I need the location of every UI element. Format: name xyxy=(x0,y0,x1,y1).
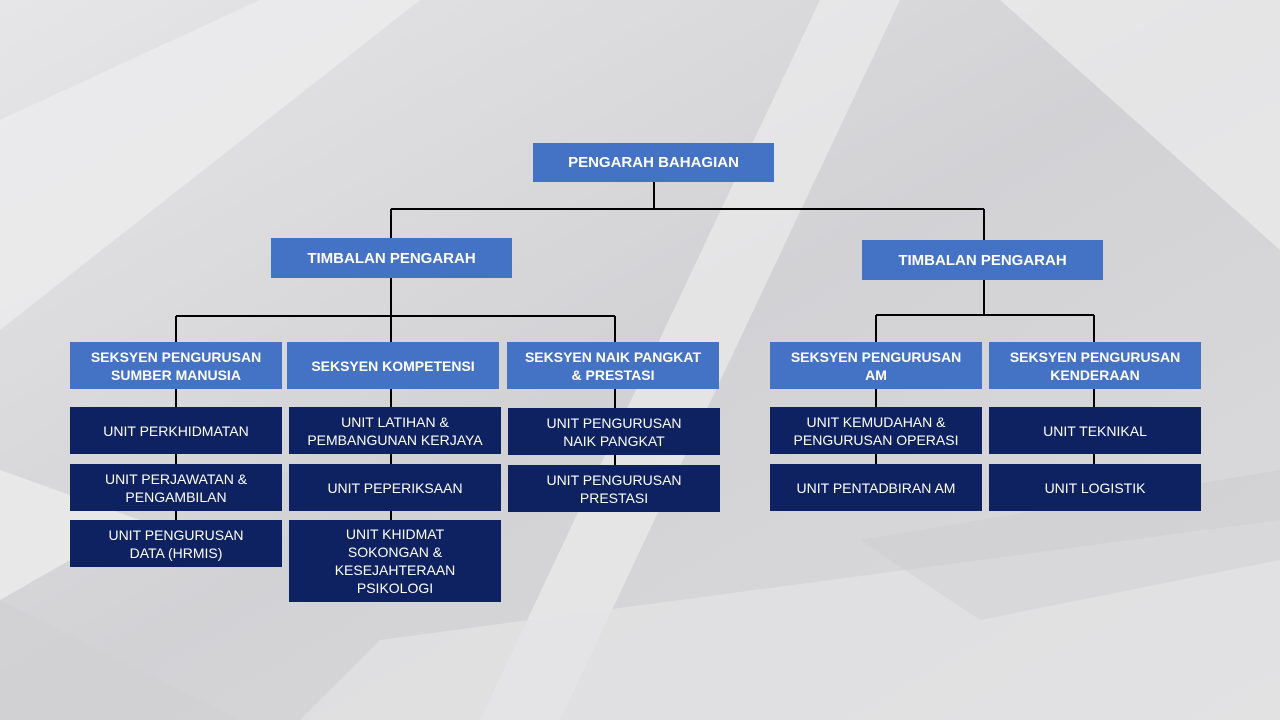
unit-performance-mgmt-box: UNIT PENGURUSAN PRESTASI xyxy=(508,465,720,512)
unit-recruitment-box: UNIT PERJAWATAN & PENGAMBILAN xyxy=(70,464,282,511)
unit-service-box: UNIT PERKHIDMATAN xyxy=(70,407,282,454)
section-competency-box: SEKSYEN KOMPETENSI xyxy=(287,342,499,389)
section-promotion-box: SEKSYEN NAIK PANGKAT & PRESTASI xyxy=(507,342,719,389)
unit-hrmis-box: UNIT PENGURUSAN DATA (HRMIS) xyxy=(70,520,282,567)
deputy-director-left-box: TIMBALAN PENGARAH xyxy=(271,238,512,278)
unit-logistics-box: UNIT LOGISTIK xyxy=(989,464,1201,511)
section-hr-box: SEKSYEN PENGURUSAN SUMBER MANUSIA xyxy=(70,342,282,389)
unit-technical-box: UNIT TEKNIKAL xyxy=(989,407,1201,454)
section-vehicle-box: SEKSYEN PENGURUSAN KENDERAAN xyxy=(989,342,1201,389)
unit-facilities-operations-box: UNIT KEMUDAHAN & PENGURUSAN OPERASI xyxy=(770,407,982,454)
unit-examination-box: UNIT PEPERIKSAAN xyxy=(289,464,501,511)
section-general-admin-box: SEKSYEN PENGURUSAN AM xyxy=(770,342,982,389)
unit-support-wellbeing-box: UNIT KHIDMAT SOKONGAN & KESEJAHTERAAN PS… xyxy=(289,520,501,602)
deputy-director-right-box: TIMBALAN PENGARAH xyxy=(862,240,1103,280)
unit-general-admin-box: UNIT PENTADBIRAN AM xyxy=(770,464,982,511)
unit-training-box: UNIT LATIHAN & PEMBANGUNAN KERJAYA xyxy=(289,407,501,454)
unit-promotion-mgmt-box: UNIT PENGURUSAN NAIK PANGKAT xyxy=(508,408,720,455)
director-box: PENGARAH BAHAGIAN xyxy=(533,143,774,182)
